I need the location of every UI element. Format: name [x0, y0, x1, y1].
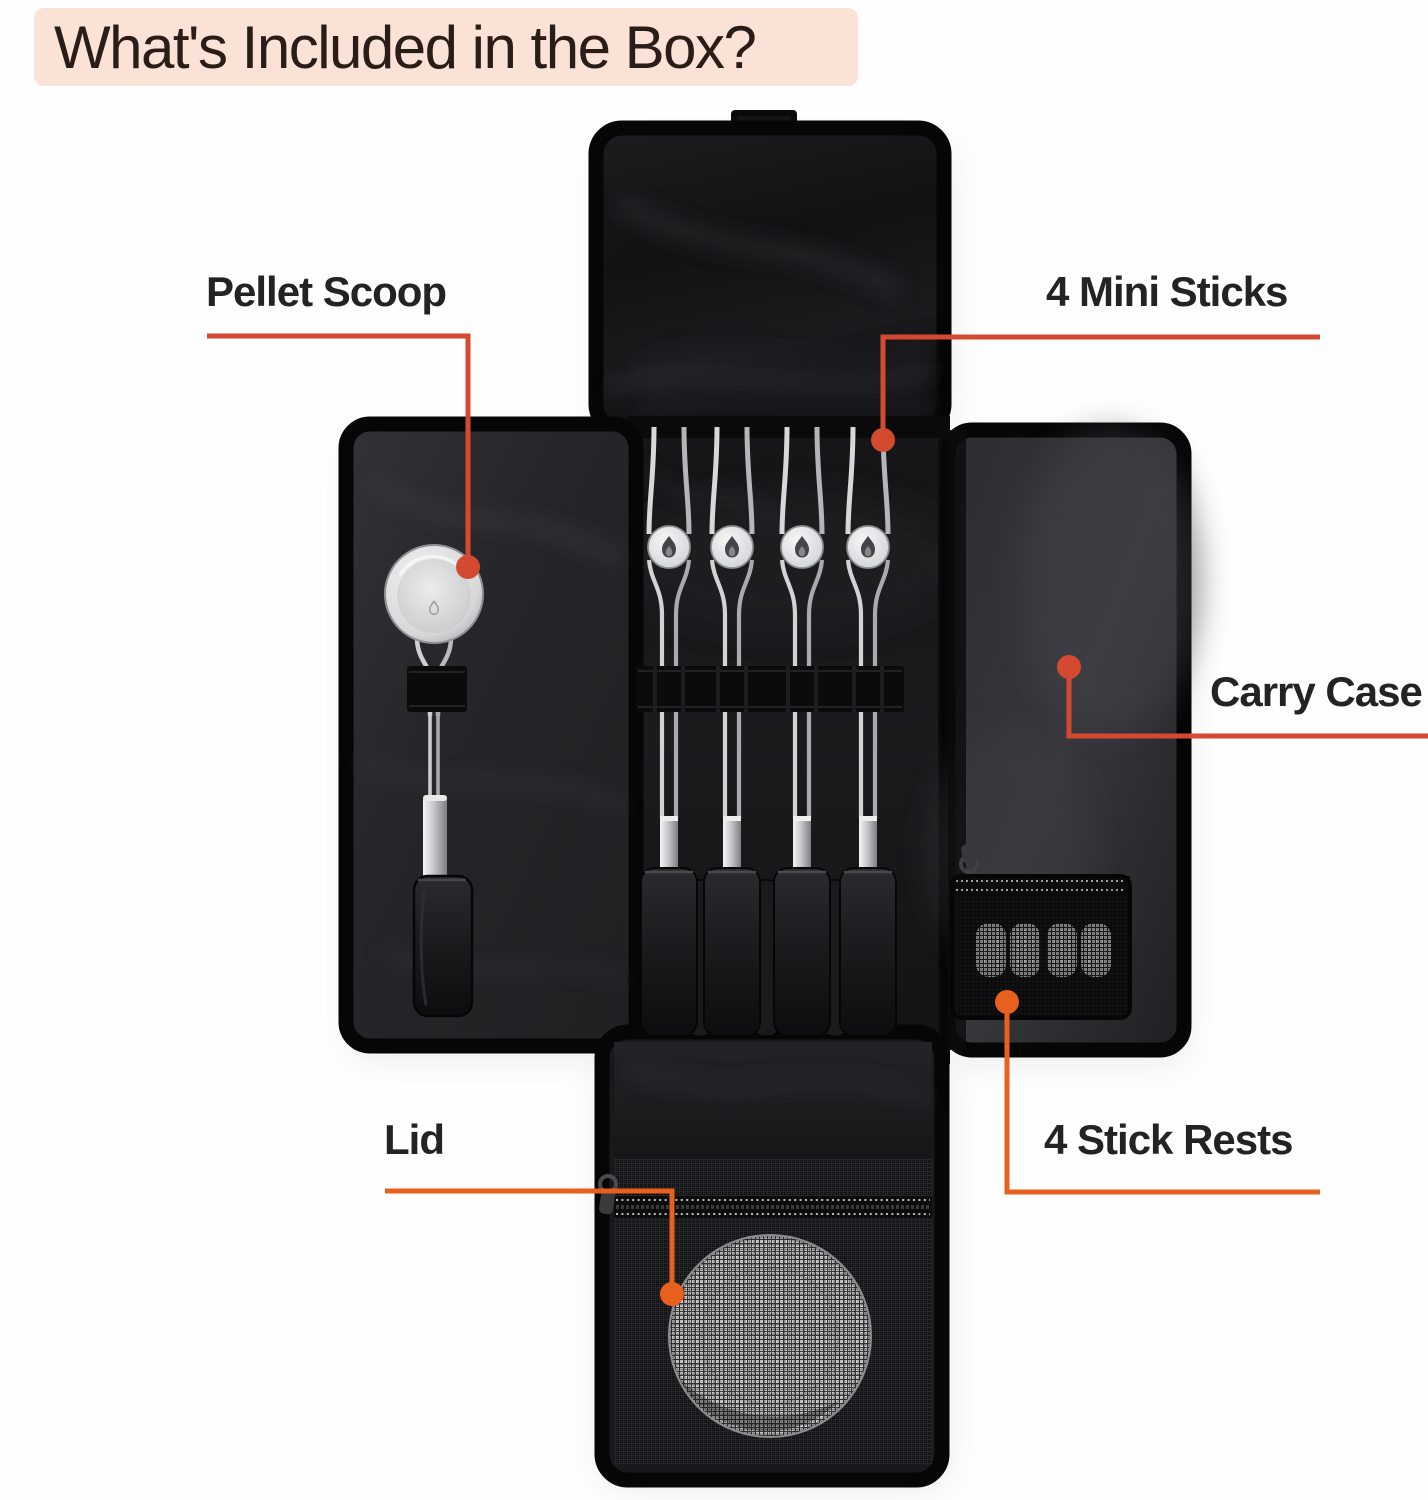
- label-pellet-scoop: Pellet Scoop: [206, 268, 447, 315]
- lid: [668, 1234, 872, 1438]
- top-flap: [588, 120, 952, 438]
- label-lid: Lid: [384, 1116, 445, 1163]
- left-flap: [338, 416, 644, 1054]
- callout-line-carry-case: [1057, 655, 1428, 739]
- bottom-flap-zipper: [614, 1196, 932, 1218]
- callout-line-lid: [385, 1188, 684, 1306]
- callout-dot-carry-case: [1057, 655, 1081, 679]
- callout-dot-mini-sticks: [871, 428, 895, 452]
- label-stick-rests: 4 Stick Rests: [1044, 1116, 1293, 1163]
- rests-pocket-zipper: [952, 876, 1130, 894]
- callout-line-mini-sticks: [871, 334, 1320, 452]
- scoop-handle-pocket: [412, 874, 474, 1018]
- callout-dot-pellet-scoop: [456, 555, 480, 579]
- label-mini-sticks: 4 Mini Sticks: [1046, 268, 1288, 315]
- callout-dot-stick-rests: [995, 990, 1019, 1014]
- stick-rests-pocket: [950, 843, 1132, 1020]
- label-carry-case: Carry Case: [1210, 668, 1423, 715]
- callout-dot-lid: [660, 1282, 684, 1306]
- title-banner: What's Included in the Box?: [34, 8, 858, 86]
- callout-lines: [207, 333, 1428, 1306]
- rests-zipper-pull-icon: [959, 843, 979, 874]
- bottom-flap: [594, 1024, 950, 1488]
- scoop-strap: [407, 666, 467, 712]
- callout-line-stick-rests: [995, 990, 1320, 1195]
- page-title: What's Included in the Box?: [54, 13, 757, 81]
- stick-strap-band: [636, 666, 904, 712]
- callout-line-pellet-scoop: [207, 333, 480, 579]
- scoop-flame-logo: [429, 600, 439, 616]
- mini-stick: [646, 426, 692, 872]
- mini-sticks: [636, 426, 904, 1037]
- stick-handle-pockets: [640, 867, 897, 1037]
